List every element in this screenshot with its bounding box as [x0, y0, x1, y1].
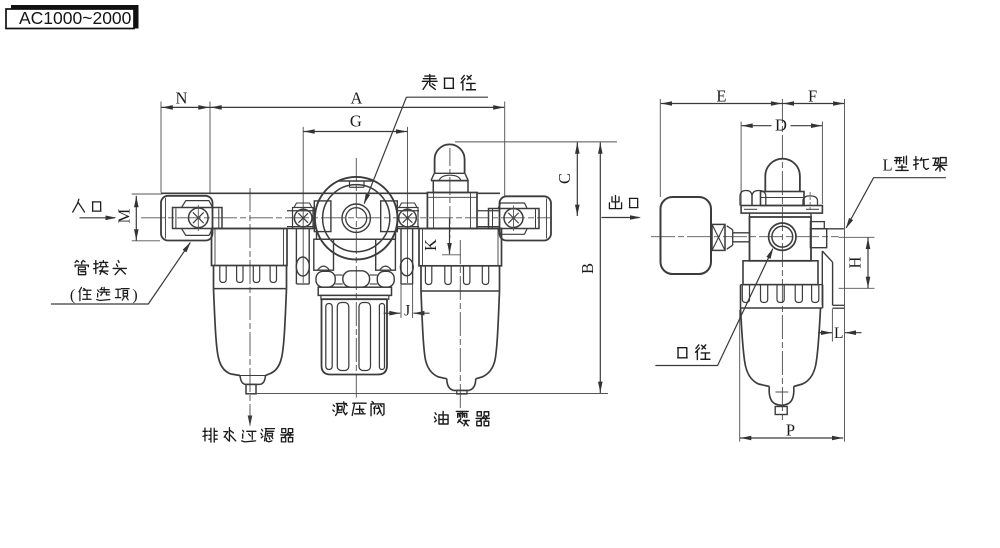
svg-text:C: C [555, 173, 574, 184]
svg-text:L: L [882, 155, 892, 174]
svg-text:E: E [716, 86, 726, 105]
svg-text:H: H [846, 256, 865, 268]
svg-text:P: P [786, 420, 795, 439]
svg-text:(: ( [70, 287, 75, 304]
svg-text:): ) [132, 287, 137, 304]
svg-text:M: M [114, 208, 133, 223]
svg-text:D: D [775, 116, 787, 135]
svg-text:AC1000~2000: AC1000~2000 [19, 8, 132, 28]
svg-text:B: B [578, 263, 597, 274]
svg-text:J: J [404, 302, 410, 319]
svg-text:L: L [834, 325, 843, 342]
svg-text:K: K [421, 239, 440, 251]
svg-text:G: G [350, 112, 362, 131]
svg-text:F: F [808, 86, 817, 105]
svg-text:N: N [176, 89, 188, 108]
svg-text:A: A [351, 89, 363, 108]
